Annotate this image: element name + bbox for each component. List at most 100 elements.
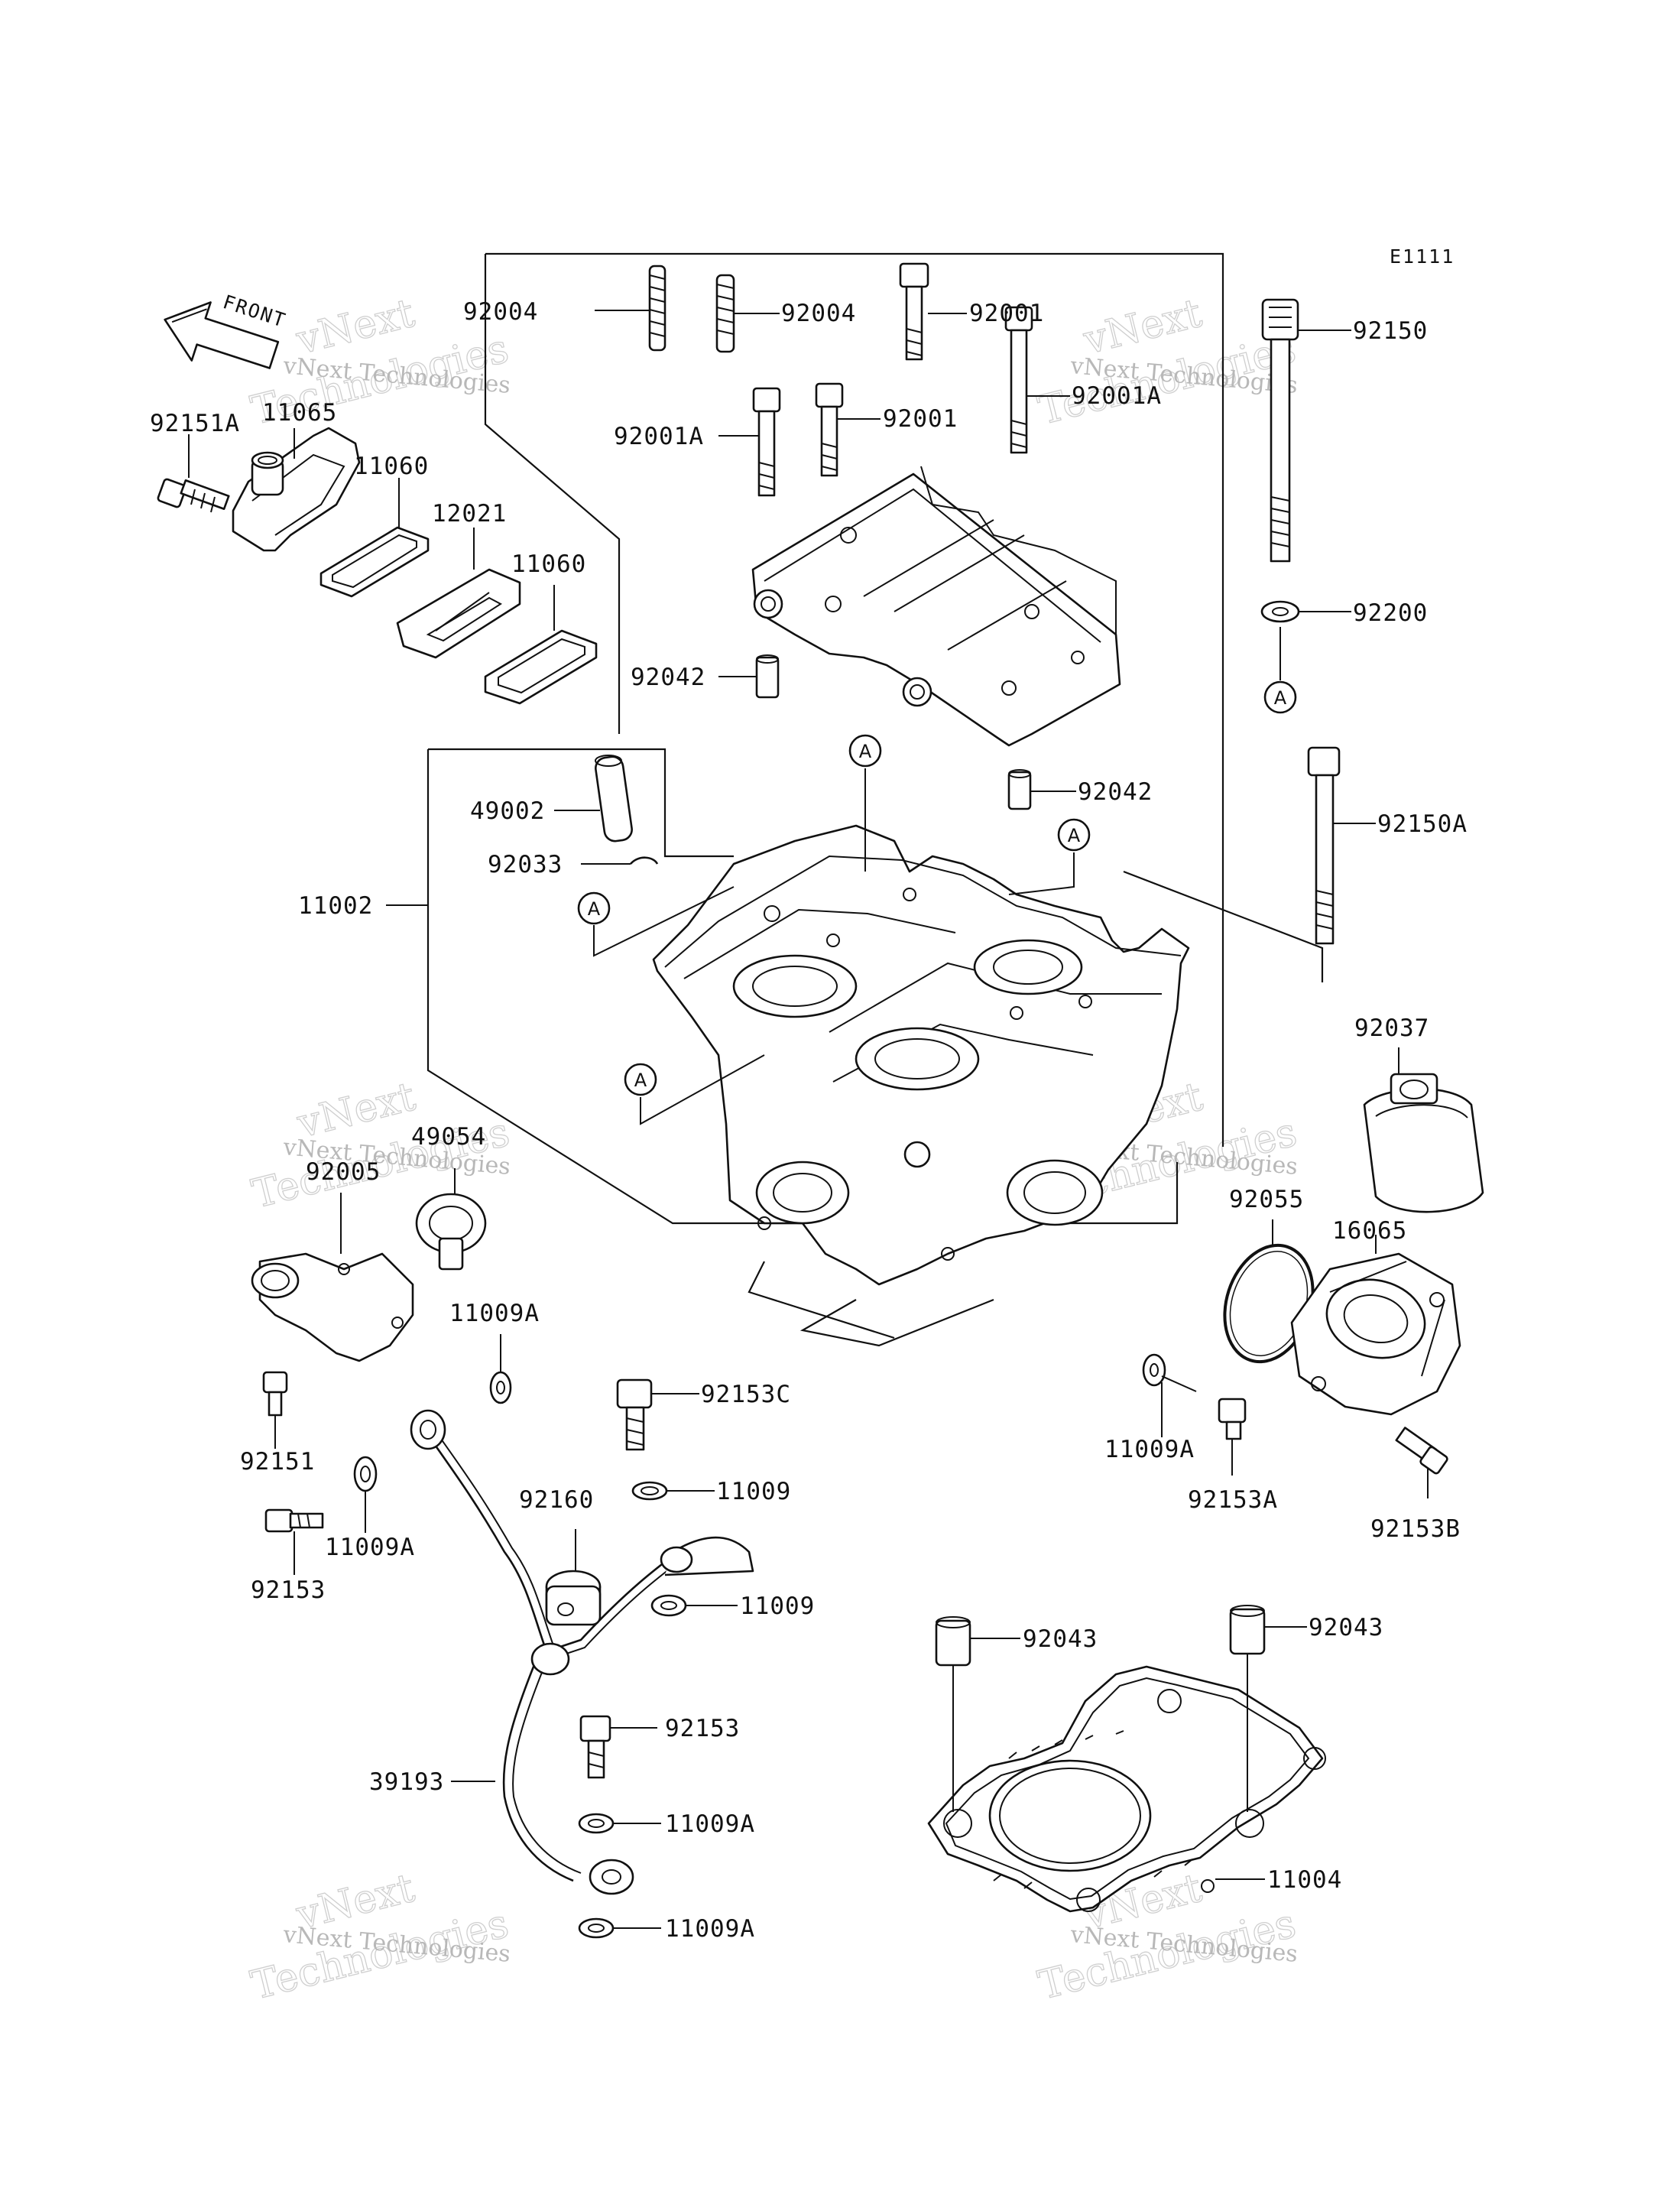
washer-11009A-bottom	[578, 1917, 615, 1939]
housing-92005	[251, 1252, 414, 1362]
clip-92033	[630, 856, 659, 865]
part-label: 11002	[298, 892, 373, 920]
part-label: 92160	[519, 1486, 594, 1514]
ref-marker-a-label: A	[634, 1070, 647, 1091]
washer-92200	[1260, 600, 1300, 623]
part-label: 92153	[251, 1576, 326, 1604]
part-label: 11009A	[325, 1534, 415, 1561]
bolt-92001-mid	[815, 382, 844, 477]
part-label: 11009A	[1104, 1436, 1195, 1463]
cover-11065	[232, 427, 361, 552]
part-label: 92043	[1309, 1614, 1383, 1641]
gasket-11060-left	[319, 526, 430, 598]
ref-marker-a-label: A	[588, 898, 601, 920]
part-label: 92001A	[1072, 382, 1162, 410]
part-labels: 92004 92004 92001 92150 92001A 92001 920…	[150, 298, 1468, 1943]
ref-marker-a-5: A	[624, 1063, 657, 1096]
part-label: 11060	[354, 453, 429, 480]
ref-marker-a-label: A	[1274, 687, 1287, 709]
ref-marker-a-2: A	[848, 734, 882, 768]
part-label: 92004	[781, 300, 856, 327]
part-label: 92001	[883, 405, 958, 433]
part-label: 92037	[1354, 1015, 1429, 1042]
part-label: 11060	[511, 550, 586, 578]
clamp-92037	[1363, 1073, 1484, 1213]
part-label: 92151	[240, 1448, 315, 1476]
part-label: 16065	[1332, 1217, 1407, 1245]
stud-92004-left	[648, 265, 666, 352]
bolt-92150	[1261, 298, 1299, 563]
dowel-92042-right	[1007, 769, 1032, 810]
ref-marker-a-3: A	[1057, 818, 1091, 852]
gasket-11060-right	[484, 629, 598, 705]
bolt-92151	[262, 1371, 288, 1417]
washer-11009-top	[631, 1481, 668, 1501]
bolt-92001-top	[899, 262, 929, 361]
part-label: 92151A	[150, 410, 240, 437]
dowel-92042-left	[755, 654, 780, 699]
bolt-92150A	[1307, 746, 1341, 945]
part-label: 92042	[631, 664, 705, 691]
leader-lines	[188, 310, 1429, 1929]
bolt-92153-center	[579, 1715, 611, 1779]
part-label: 92153C	[701, 1381, 791, 1408]
reed-valve-12021	[396, 568, 521, 659]
ref-marker-a-4: A	[577, 891, 611, 925]
ref-marker-guides	[593, 627, 1281, 1125]
part-label: 49002	[470, 797, 545, 825]
ref-marker-a-label: A	[859, 741, 872, 762]
part-label: 11004	[1267, 1866, 1342, 1894]
part-label: 92001A	[614, 423, 704, 450]
part-label: 11009	[716, 1478, 791, 1505]
part-label: 92001	[969, 300, 1044, 327]
part-label: 92150	[1353, 317, 1428, 345]
pipe-49002	[595, 755, 633, 843]
part-label: 92200	[1353, 599, 1428, 627]
bolt-92151A	[157, 478, 230, 513]
stud-92004-right	[715, 274, 735, 353]
washer-11009-mid	[650, 1594, 687, 1617]
part-label: 11009A	[665, 1810, 755, 1838]
dowel-92043-right	[1229, 1605, 1266, 1655]
bolt-92153A	[1218, 1398, 1247, 1440]
head-gasket-11004	[927, 1665, 1326, 1913]
part-label: 39193	[369, 1768, 444, 1796]
part-label: 92055	[1229, 1186, 1304, 1213]
bolt-92153B	[1395, 1427, 1448, 1475]
part-label: 12021	[432, 500, 507, 528]
part-label: 92043	[1023, 1625, 1098, 1653]
intake-holder-16065	[1290, 1252, 1461, 1416]
bolt-92001A-left	[752, 387, 781, 497]
part-label: 92150A	[1377, 810, 1468, 838]
front-arrow-icon	[164, 301, 280, 369]
bolt-92153C	[616, 1378, 653, 1451]
bolt-92001A-right	[1004, 306, 1033, 454]
part-label: 11009A	[665, 1915, 755, 1943]
part-label: 11009A	[449, 1300, 540, 1327]
washer-11009A-small	[353, 1456, 378, 1492]
diagram-ref-code: E1111	[1390, 245, 1455, 268]
bolt-92153-left	[264, 1508, 324, 1533]
part-label: 92005	[306, 1158, 381, 1186]
part-label: 92153	[665, 1715, 740, 1742]
part-label: 11065	[262, 399, 337, 427]
part-label: 49054	[411, 1123, 486, 1151]
camshaft-holder	[751, 466, 1121, 747]
part-label: 92153A	[1188, 1486, 1278, 1514]
washer-11009A-center	[489, 1371, 512, 1404]
ref-marker-a-label: A	[1068, 825, 1081, 846]
part-label: 92033	[488, 851, 563, 878]
part-label: 92153B	[1370, 1515, 1461, 1543]
part-label: 92042	[1078, 778, 1153, 806]
part-label: 11009	[740, 1592, 815, 1620]
cylinder-head	[652, 824, 1190, 1286]
ref-marker-a-1: A	[1263, 680, 1297, 714]
assembly-frame-lines	[426, 252, 1324, 1347]
part-label: 92004	[463, 298, 538, 326]
dowel-92043-left	[935, 1616, 971, 1667]
washer-11009A-lower	[578, 1813, 615, 1834]
thermostat-49054	[415, 1193, 487, 1271]
washer-11009A-right	[1142, 1353, 1166, 1387]
